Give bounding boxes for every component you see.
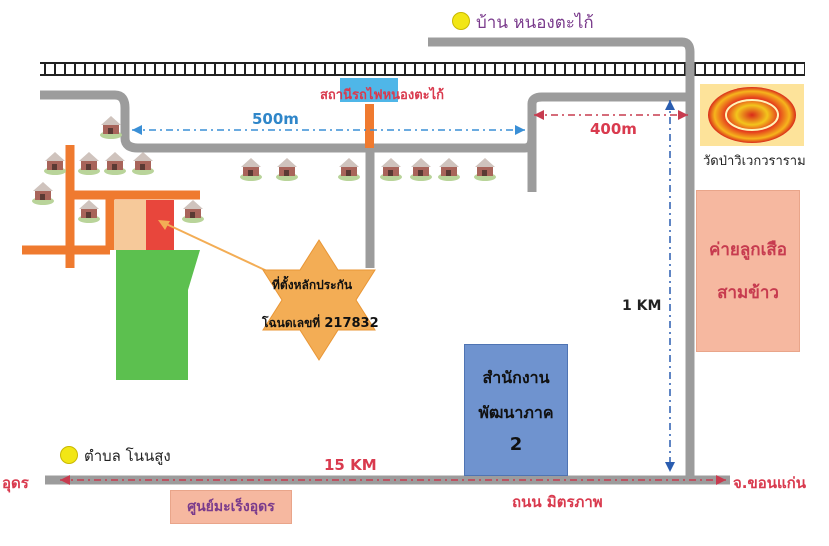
- house-icon: [78, 152, 100, 175]
- deed-prefix: โฉนดเลขที่: [262, 316, 321, 330]
- office-line1: สำนักงาน: [482, 367, 550, 387]
- house-icon: [338, 158, 360, 181]
- cancer-center-box: ศูนย์มะเร็งอุดร: [170, 490, 292, 524]
- office-line3: 2: [509, 433, 523, 455]
- village-north-label: บ้าน หนองตะไก้: [476, 13, 594, 33]
- mittraphap-road-label: ถนน มิตรภาพ: [512, 493, 603, 511]
- house-icon: [132, 152, 154, 175]
- collateral-line2: โฉนดเลขที่ 217832: [262, 314, 379, 333]
- village-dot-icon: [452, 12, 470, 30]
- house-icon: [410, 158, 432, 181]
- distance-1km: 1 KM: [622, 298, 662, 314]
- station-label: สถานีรถไฟหนองตะไก้: [320, 88, 445, 103]
- distance-400m: 400m: [590, 120, 637, 138]
- collateral-line1: ที่ตั้งหลักประกัน: [272, 278, 353, 292]
- deed-number: 217832: [324, 316, 379, 331]
- house-icon: [182, 200, 204, 223]
- house-icon: [100, 116, 122, 139]
- house-icon: [78, 200, 100, 223]
- railway: [40, 62, 805, 76]
- land-plots: [114, 200, 200, 380]
- office-box: สำนักงาน พัฒนาภาค 2: [464, 344, 568, 476]
- scout-camp-line2: สามข้าว: [717, 283, 779, 303]
- gray-roads: [40, 37, 695, 480]
- pointer-arrow: [158, 220, 283, 279]
- collateral-star: [262, 239, 376, 361]
- orange-roads: [22, 145, 200, 268]
- east-khonkaen-label: จ.ขอนแก่น: [733, 474, 807, 492]
- houses: [32, 116, 496, 223]
- house-icon: [32, 182, 54, 205]
- house-icon: [474, 158, 496, 181]
- cancer-center-label: ศูนย์มะเร็งอุดร: [187, 499, 275, 515]
- temple-mandala-icon: [700, 84, 804, 146]
- tambon-label: ตำบล โนนสูง: [84, 447, 171, 465]
- distance-500m: 500m: [252, 110, 299, 128]
- temple-label: วัดป่าวิเวกวราราม: [703, 154, 806, 169]
- house-icon: [104, 152, 126, 175]
- house-icon: [240, 158, 262, 181]
- house-icon: [276, 158, 298, 181]
- station-road: [365, 104, 374, 148]
- scout-camp-line1: ค่ายลูกเสือ: [709, 240, 787, 260]
- station-marker: [340, 78, 398, 102]
- tambon-dot-icon: [60, 446, 78, 464]
- scout-camp-box: ค่ายลูกเสือ สามข้าว: [696, 190, 800, 352]
- house-icon: [380, 158, 402, 181]
- west-udon-label: อุดร: [2, 474, 29, 492]
- office-line2: พัฒนาภาค: [478, 402, 554, 422]
- house-icon: [44, 152, 66, 175]
- distance-15km: 15 KM: [324, 456, 377, 474]
- house-icon: [438, 158, 460, 181]
- dimension-lines: [60, 100, 726, 485]
